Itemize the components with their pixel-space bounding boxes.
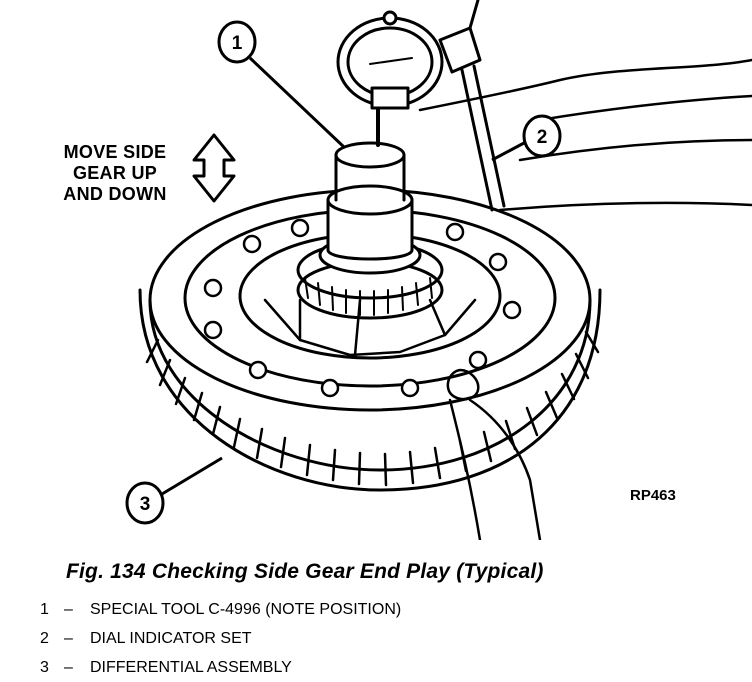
diagram-illustration: 1 2 3 MOVE SIDE GEAR UP AND DOWN RP463 [30,0,752,542]
legend-item-dash: – [64,630,73,647]
legend-item: 2 – DIAL INDICATOR SET [40,624,401,653]
figure-caption: Fig. 134 Checking Side Gear End Play (Ty… [66,560,544,583]
legend-item-dash: – [64,659,73,676]
legend-item-dash: – [64,601,73,618]
reference-code: RP463 [630,487,676,504]
instruction-line-2: GEAR UP [72,163,158,183]
callout-1: 1 [217,20,347,150]
legend-item-number: 3 [40,659,49,676]
callout-2-number: 2 [537,127,548,148]
legend-item-text: SPECIAL TOOL C-4996 (NOTE POSITION) [90,601,402,618]
instruction-line-1: MOVE SIDE [63,142,167,162]
legend-item: 3 – DIFFERENTIAL ASSEMBLY [40,653,401,682]
legend-item-number: 2 [40,630,49,647]
hands [418,58,752,542]
side-gear-hub [326,141,414,261]
callout-3-number: 3 [140,494,151,515]
up-down-arrow-icon [192,133,236,203]
instruction-line-3: AND DOWN [63,184,167,204]
callout-3: 3 [125,456,223,525]
differential-drawing: 1 2 3 [125,0,752,542]
legend-item-number: 1 [40,601,49,618]
indicator-arm [438,0,506,212]
legend-item-text: DIAL INDICATOR SET [90,630,252,647]
ring-gear-bolts [203,218,522,398]
callout-2: 2 [491,114,562,162]
legend-item-text: DIFFERENTIAL ASSEMBLY [90,659,292,676]
callout-1-number: 1 [232,33,243,54]
ring-gear-teeth [138,288,602,492]
move-side-gear-instruction: MOVE SIDE GEAR UP AND DOWN [30,142,200,205]
legend-list: 1 – SPECIAL TOOL C-4996 (NOTE POSITION) … [40,595,401,682]
legend-item: 1 – SPECIAL TOOL C-4996 (NOTE POSITION) [40,595,401,624]
dial-indicator [336,10,444,147]
